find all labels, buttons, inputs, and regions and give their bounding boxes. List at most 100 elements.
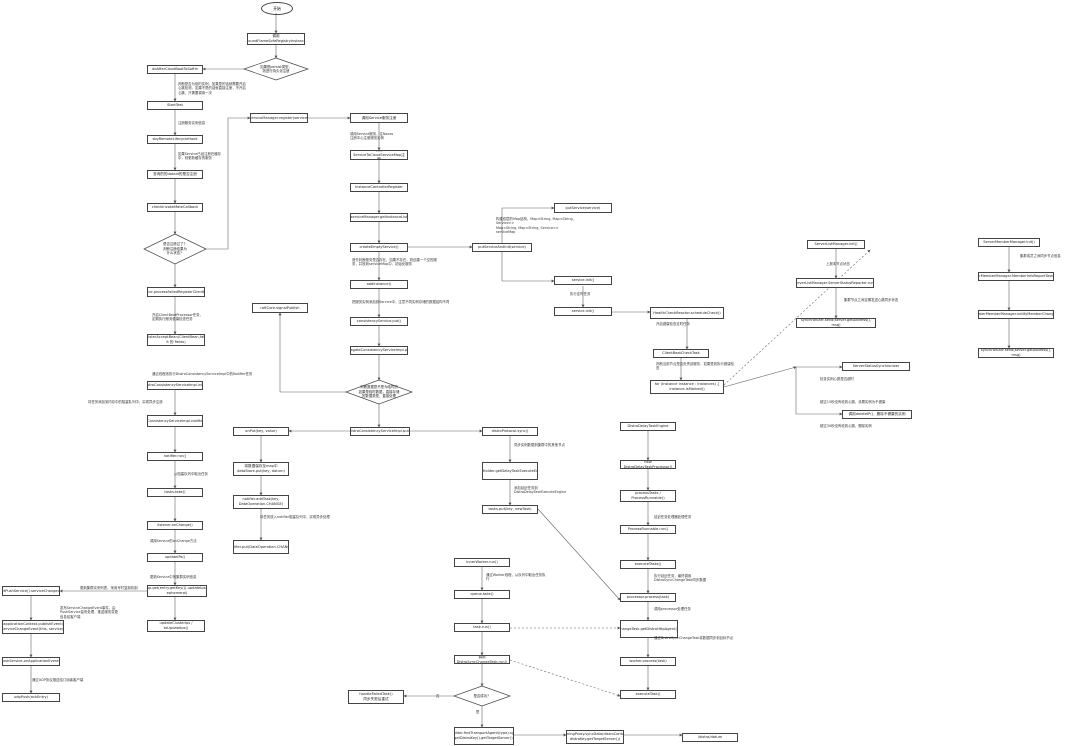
node-n-put-service: 调用ServiceToCloudServiceMap注册 bbox=[350, 150, 408, 160]
note-t-init-register: 开启ClientBeatProcessor任务， 定期执行服务健康检查任务 bbox=[152, 313, 203, 322]
note-t-status: 集群节点之间定期发送心跳同步状态 bbox=[844, 298, 899, 302]
note-t-no: 否 bbox=[436, 694, 440, 698]
note-t-report: 上报本节点状态 bbox=[826, 262, 850, 266]
note-t-notifier: 将任务放入notifier阻塞队列中，实现异步处理 bbox=[260, 515, 330, 519]
note-t-boolean: 如果Service已经注册在缓存 中，则更新缓存的服务 bbox=[178, 152, 222, 161]
node-n-onput-update: 将数据保存至map中 dataStore.put(key, datum) bbox=[233, 462, 289, 476]
node-d-success: 是否成功？ bbox=[473, 693, 491, 698]
node-n-service-proxy: service.processFailedRegisterClientBean bbox=[147, 287, 205, 297]
node-n-start: StartTest bbox=[147, 101, 203, 110]
note-t-create: 首先判断服务是否存在，如果不存在，则创建一个空的服务，并放到serviceMap… bbox=[352, 258, 437, 267]
node-n-distro-init: DistroConsistencyServiceImpl.init() bbox=[147, 381, 203, 390]
node-n-set-bean: registerAcceptBean(ClientBean,false, it … bbox=[147, 334, 205, 346]
note-t-beat-ip: 检查实例心跳是否超时 bbox=[820, 377, 854, 381]
node-n-process-execute: executeTasks() bbox=[620, 560, 676, 569]
note-t-take: 从阻塞队列中取出任务 bbox=[174, 472, 208, 476]
node-n-check-beat: service.init() bbox=[554, 307, 612, 316]
node-n-handle-fail: handleFailedTask() 同步失败后重试 bbox=[348, 690, 404, 704]
node-n-tasks-put: tasks.put(key, newTask) bbox=[482, 505, 538, 514]
node-n-notifier-run: notifier.run() bbox=[147, 452, 203, 461]
note-t-worker: 通过Worker线程，从队列中取出任务执行 bbox=[486, 573, 546, 582]
node-n-update-cluster: updateClusterIps / toUpdateIps() bbox=[147, 620, 205, 632]
dashed-edge-0 bbox=[723, 249, 871, 386]
node-n-update-ips: updateIPs() bbox=[147, 553, 203, 562]
note-t-update: 更新Service中的集群实例信息 bbox=[150, 575, 197, 579]
note-t-udp: 通过UDP协议推送给订阅者客户端 bbox=[32, 678, 84, 682]
node-n-publish-event: this.applicationContext.publishEvent(new… bbox=[2, 620, 64, 634]
node-n-for-instance: for (Instance instance : instances) { in… bbox=[650, 380, 724, 394]
note-t-update-ips: 更新集群实例列表，采用写时复制机制 bbox=[80, 586, 138, 590]
node-n-check-dataid: 查询的的dataid的是否注册 bbox=[147, 170, 203, 179]
note-t-task: 执行延迟任务，最终调用DistroSyncChangeTask同步数据 bbox=[654, 574, 707, 583]
node-n-notifier-put: notifier.put(DataOperation.CHANGE) bbox=[233, 540, 289, 554]
node-n-find-service: 调用Service服务注册 bbox=[350, 113, 408, 123]
node-n-dbs: doAfterCloudBootToSoftIn bbox=[147, 65, 203, 74]
node-n-server-mgr2: ServerMemberManager.init() bbox=[978, 238, 1040, 247]
node-n-sm-get: serviceManager.getInstanceList bbox=[350, 213, 408, 222]
note-t-yes: 是 bbox=[476, 710, 480, 714]
node-n-create-empty: createEmptyService() bbox=[350, 243, 408, 252]
note-t-beat-check: 判断当前节点是否负责该服务，如果是则执行健康检查 bbox=[656, 362, 734, 371]
node-n-queue-take: queue.take() bbox=[454, 590, 510, 599]
node-n-put-service-map: putService(service) bbox=[554, 203, 612, 213]
node-n-inner-worker: InnerWorker.run() bbox=[454, 558, 510, 567]
note-t-delete: 超过30秒没有收到心跳，删除实例 bbox=[820, 424, 872, 428]
node-n-lifecycle: sbyRemoteLifecycleHook bbox=[147, 135, 203, 144]
node-n-cluster-member: clusterMemberManager.notifyMemberChange(… bbox=[978, 310, 1054, 319]
node-n-distro-task-engine: distroTaskEngineHolder.getDelayTaskExecu… bbox=[482, 462, 538, 480]
node-d-persist: 如果是persist类型， 则进行持久化注册 bbox=[260, 64, 292, 73]
node-d-registered: 是否注册过了？ 判断注册结果为 什么状态？ bbox=[163, 242, 187, 256]
note-t-onchange: 调用Service的onChange方法 bbox=[150, 539, 197, 543]
node-n-notifier-add: notifier.addTask(key, DataOperation.CHAN… bbox=[233, 495, 289, 509]
node-n-sm-register: serviceManager.register(service) bbox=[250, 113, 308, 123]
node-n-member-reporter: ServerMemberManager.MemberInfoReportTask… bbox=[978, 272, 1054, 281]
note-t-sync: 同步实例数据到集群中的其他节点 bbox=[514, 443, 565, 447]
edge-47 bbox=[537, 508, 621, 601]
node-n-add-instance: addInstance() bbox=[350, 280, 408, 289]
node-n-call: 调用 BoundFlameSofaRegistryInstance bbox=[247, 33, 305, 45]
node-n-distro-protocol: distroProtocol.sync() bbox=[482, 427, 538, 436]
node-n-service-init: service.init() bbox=[554, 276, 612, 285]
note-t-push: 发布ServiceChangeEvent事件，由PushService监听处理，… bbox=[60, 606, 118, 619]
dashed-edge-2 bbox=[509, 659, 621, 697]
edge-70 bbox=[795, 367, 843, 416]
node-n-task-run: task.run() bbox=[454, 623, 510, 632]
note-t-task-engine: 添加延迟任务到DistroDelayTaskExecuteEngine bbox=[514, 486, 567, 495]
note-t-member: 集群成员之间同步节点信息 bbox=[1020, 254, 1061, 258]
node-n-get-push-service: getPushService().serviceChanged() bbox=[2, 586, 60, 596]
note-t-distro-init: 将任务添加到内存中的阻塞队列中，实现异步注册 bbox=[88, 400, 163, 404]
node-n-client-beat: ClientBeatCheckTask bbox=[653, 349, 709, 358]
node-n-distro-task: DistroConsistencyServiceImpl.notifier.ru… bbox=[147, 415, 203, 427]
node-n-health-check: HealthCheckReactor.scheduleCheck() bbox=[650, 307, 724, 319]
diamond-shape-d-success bbox=[452, 685, 512, 707]
node-n-instance-ctrl: InstanceControllerRegister bbox=[350, 183, 408, 192]
note-t-distro-task: 通过线程池执行DistroConsistencyServiceImpl中的Not… bbox=[152, 372, 253, 376]
note-t-dbs: 判断是否为临时实例，如果是的话就需要开启心跳检测，如果不是的话就直接注册，不开启… bbox=[178, 82, 246, 95]
node-n-change-task: 调用DistroSyncChangeTask.run() bbox=[454, 655, 510, 664]
node-n-listener-onchange: listener.onChange() bbox=[147, 521, 203, 530]
node-n-raft: raftCore.signalPublish bbox=[252, 303, 308, 313]
node-n-delete-ip: 调用deleteIP()，删除不健康的实例 bbox=[842, 410, 912, 419]
node-n-server-status: ServerListManager.ServerStatusReporter.r… bbox=[796, 278, 874, 288]
node-n-sync-transport: distroComponentHolder.findTransportAgent… bbox=[454, 727, 514, 745]
node-n-consistency: consistencyService.put() bbox=[350, 317, 408, 326]
node-n-cluster-update: clusterMap.get(entry.getKey()).updateIps… bbox=[147, 585, 207, 597]
node-n-udp-push: udpPush(ackEntry) bbox=[2, 693, 60, 702]
node-n-push-ack: PushService.onApplicationEvent() bbox=[2, 657, 60, 666]
edge-10 bbox=[206, 116, 251, 250]
node-d-ephemeral: 判断数据是不是为临时的 如果是临时数据，直接存储 的数据类型，直接处理 bbox=[358, 385, 400, 399]
node-n-distro-delay: DistroDelayTaskEngine bbox=[620, 422, 676, 431]
node-n-nacos-http: NamingProxy.syncData(distroContent, dist… bbox=[566, 730, 624, 744]
node-n-worker-process: worker.process(task) bbox=[620, 657, 676, 666]
diamond-shape-d-registered bbox=[143, 233, 207, 265]
edge-71 bbox=[723, 366, 797, 388]
node-n-process-tasks: processTasks / ProcessRunnable() bbox=[620, 490, 676, 502]
node-n-task-take: tasks.take() bbox=[147, 488, 203, 497]
note-t-init: 执行定时任务 bbox=[570, 292, 591, 296]
node-n-distro-datum: /distro/datum bbox=[682, 733, 738, 742]
node-n-process: ProcessRunnable.run() bbox=[620, 525, 676, 534]
node-n-onput: onPut(key, value) bbox=[233, 427, 289, 436]
node-n-new-delay: new DistroDelayTaskProcessor() bbox=[620, 460, 676, 469]
note-t-process-run: 调用processor处理任务 bbox=[654, 607, 691, 611]
